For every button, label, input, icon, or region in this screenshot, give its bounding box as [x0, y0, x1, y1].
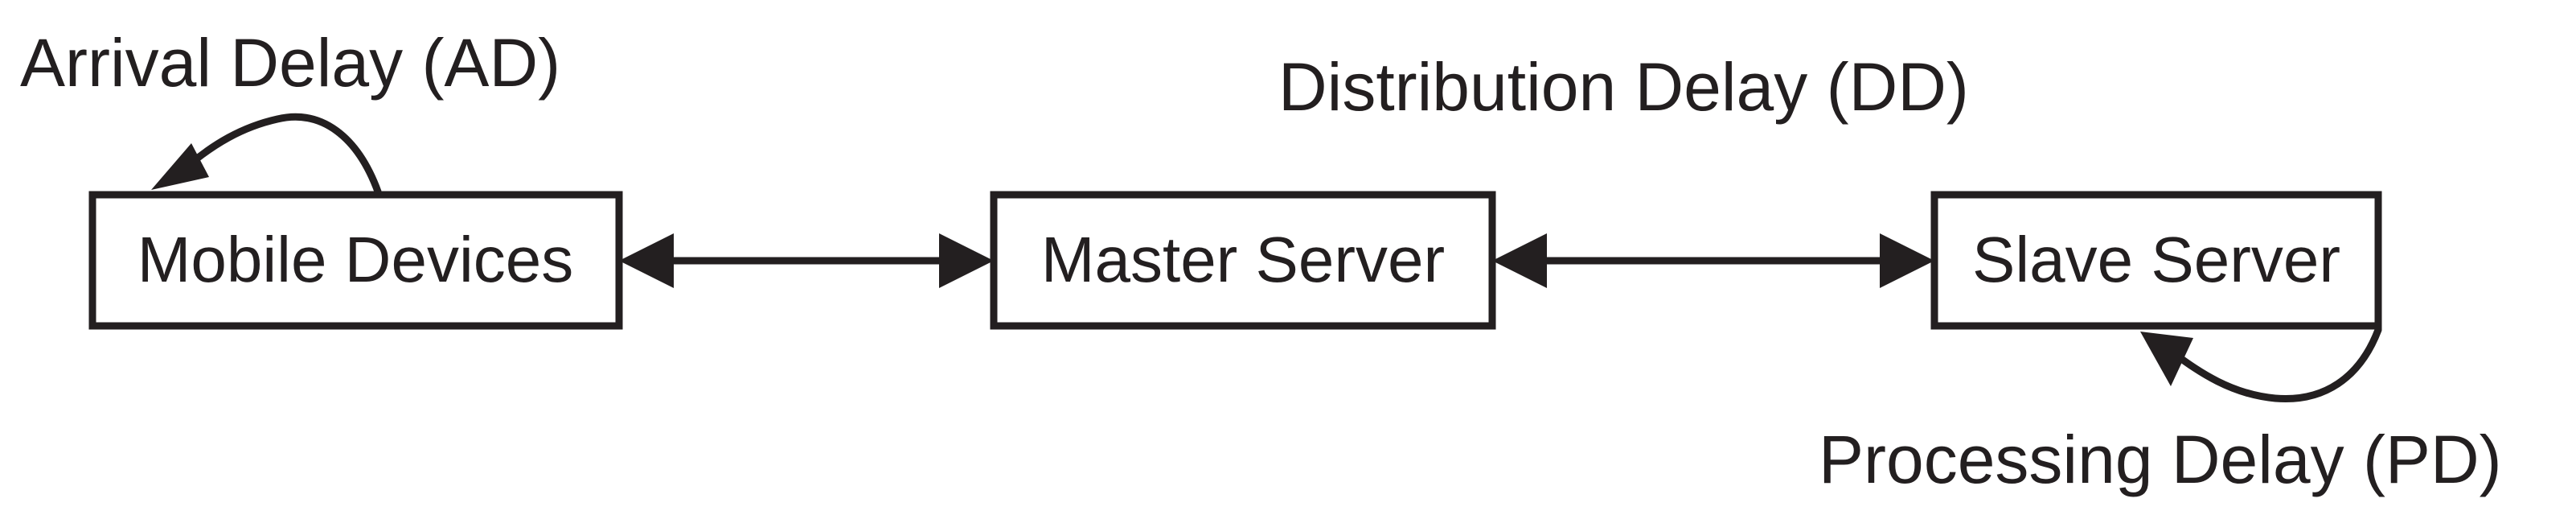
node-mobile-devices-box: [88, 191, 623, 330]
processing-delay-label: Processing Delay (PD): [1819, 422, 2502, 497]
node-slave-server-label: Slave Server: [1972, 224, 2340, 295]
node-slave-server-box: [1930, 191, 2382, 330]
processing-delay-arrowhead: [2140, 332, 2193, 386]
processing-delay-loop: [2140, 326, 2382, 403]
arrival-delay-label: Arrival Delay (AD): [20, 25, 560, 101]
node-master-server-label: Master Server: [1041, 224, 1445, 295]
node-master-server: Master Server: [990, 191, 1496, 330]
edge-mobile-master-arrowhead-right: [939, 233, 994, 288]
edge-mobile-master: [619, 233, 994, 288]
arrival-delay-loop: [151, 113, 382, 196]
edge-master-slave-arrowhead-right: [1880, 233, 1934, 288]
distribution-delay-label: Distribution Delay (DD): [1278, 49, 1969, 125]
processing-delay-loop-curve: [2171, 326, 2382, 403]
node-slave-server: Slave Server: [1930, 191, 2382, 330]
arrival-delay-arrowhead: [151, 143, 209, 190]
edge-mobile-master-arrowhead-left: [619, 233, 674, 288]
edge-master-slave: [1492, 233, 1934, 288]
node-mobile-devices-label: Mobile Devices: [137, 224, 573, 295]
node-master-server-box: [990, 191, 1496, 330]
arrival-delay-loop-curve: [185, 113, 382, 196]
node-mobile-devices: Mobile Devices: [88, 191, 623, 330]
edge-master-slave-arrowhead-left: [1492, 233, 1547, 288]
